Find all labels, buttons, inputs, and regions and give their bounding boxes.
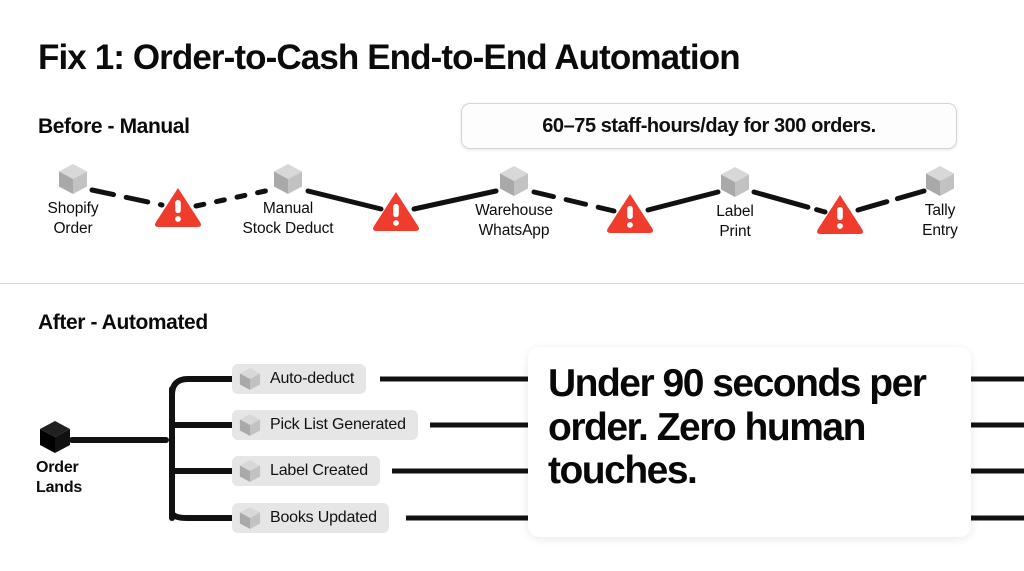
warning-triangle-icon (373, 192, 419, 231)
cube-icon (236, 411, 264, 439)
chain-node: Tally Entry (865, 164, 1015, 241)
root-node: Order Lands (36, 420, 136, 497)
cube-icon (236, 365, 264, 393)
branch-node-label: Books Updated (270, 509, 377, 526)
cube-icon (865, 164, 1015, 198)
section-heading-after: After - Automated (38, 311, 208, 334)
warning-triangle-icon (607, 194, 653, 233)
cube-icon (236, 504, 264, 532)
chain-node: Manual Stock Deduct (213, 162, 363, 239)
connector-dashed-4 (855, 188, 927, 213)
connector-solid-4 (751, 189, 828, 215)
chain-node: Label Print (660, 165, 810, 242)
cube-dark-icon (36, 420, 136, 454)
connector-dashed-2 (193, 187, 273, 209)
root-node-label: Order Lands (36, 459, 83, 496)
chain-node-label: Label Print (716, 203, 754, 240)
cube-icon (660, 165, 810, 199)
connector-solid-1 (305, 188, 384, 212)
before-callout-box: 60–75 staff-hours/day for 300 orders. (461, 103, 957, 149)
chain-node: Shopify Order (0, 162, 148, 239)
before-chain-connectors (89, 187, 927, 215)
chain-node-label: Tally Entry (922, 202, 958, 239)
before-warning-layer (155, 188, 863, 234)
branch-node: Pick List Generated (232, 410, 418, 440)
statement-callout-text: Under 90 seconds per order. Zero human t… (548, 362, 927, 493)
section-divider (0, 283, 1024, 284)
cube-icon (213, 162, 363, 196)
chain-node-label: Shopify Order (47, 200, 99, 237)
connector-solid-2 (411, 188, 499, 212)
chain-node: Warehouse WhatsApp (439, 164, 589, 241)
connector-dashed-1 (89, 187, 165, 208)
before-callout-text: 60–75 staff-hours/day for 300 orders. (542, 114, 876, 137)
connector-dashed-3 (531, 189, 617, 214)
connector-solid-3 (645, 189, 721, 213)
branch-node: Label Created (232, 456, 380, 486)
cube-icon (439, 164, 589, 198)
cube-icon (0, 162, 148, 196)
branch-node-label: Pick List Generated (270, 416, 406, 433)
branch-node-label: Auto-deduct (270, 370, 355, 387)
page-title: Fix 1: Order-to-Cash End-to-End Automati… (38, 38, 741, 77)
chain-node-label: Warehouse WhatsApp (475, 202, 553, 239)
warning-triangle-icon (817, 195, 863, 234)
cube-icon (236, 457, 264, 485)
branch-line-4 (169, 509, 243, 521)
before-process-chain: Shopify Order Manual Stock Deduct (0, 160, 1024, 270)
chain-node-label: Manual Stock Deduct (242, 200, 334, 237)
statement-callout-box: Under 90 seconds per order. Zero human t… (528, 347, 971, 537)
warning-triangle-icon (155, 188, 201, 227)
section-heading-before: Before - Manual (38, 115, 190, 138)
branch-node: Books Updated (232, 503, 389, 533)
branch-node: Auto-deduct (232, 364, 367, 394)
branch-line-1 (169, 376, 243, 398)
branch-node-label: Label Created (270, 462, 368, 479)
